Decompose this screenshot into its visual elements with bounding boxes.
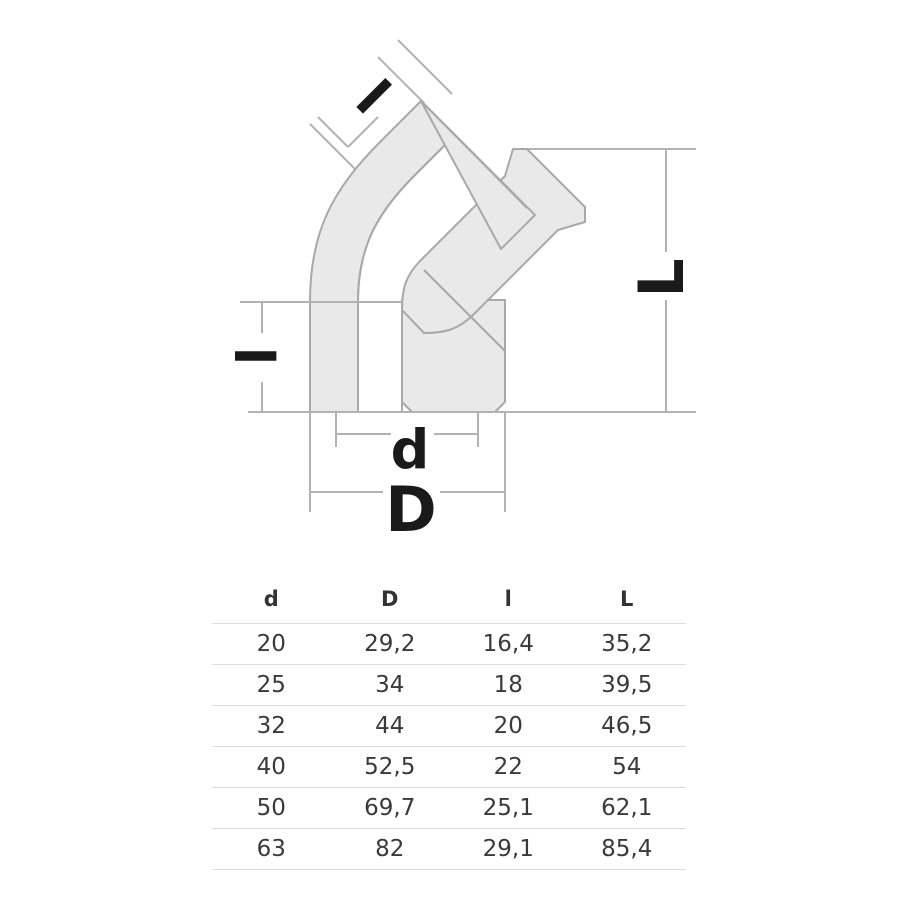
dim-line-diagonal-l2 (317, 116, 349, 148)
label-D-outer: D (385, 473, 436, 546)
dimension-table-container: d D l L 20 29,2 16,4 35,2 25 34 18 39,5 (212, 585, 686, 870)
cell-l: 29,1 (449, 828, 568, 870)
column-header-d: d (263, 587, 279, 611)
cell-l: 16,4 (449, 623, 568, 665)
fitting-body (309, 100, 586, 413)
cell-D: 69,7 (330, 787, 449, 829)
cell-L: 85,4 (567, 828, 686, 870)
column-header-l: l (504, 587, 512, 611)
table-header: d D l L (212, 585, 686, 624)
dim-ext-diagonal-outer (397, 39, 453, 95)
cell-d: 20 (212, 623, 331, 665)
dim-tick-diagonal-bottom (347, 116, 379, 148)
bore-inner-edge (357, 134, 456, 412)
elbow-fitting-diagram: l l L d D (227, 39, 698, 546)
cell-D: 34 (330, 664, 449, 706)
socket-angled-leg (401, 148, 586, 334)
construction-lines (240, 301, 696, 447)
table-row: 32 44 20 46,5 (212, 705, 686, 747)
label-L-right: L (625, 258, 698, 298)
column-header-D: D (381, 587, 399, 611)
cell-D: 29,2 (330, 623, 449, 665)
table-row: 50 69,7 25,1 62,1 (212, 787, 686, 829)
cell-L: 35,2 (567, 623, 686, 665)
label-l-vertical: l (227, 347, 290, 366)
column-header-L: L (620, 587, 634, 611)
table-header-row: d D l L (212, 585, 686, 624)
technical-drawing: l l L d D (227, 39, 698, 546)
cell-L: 46,5 (567, 705, 686, 747)
branch-inner-edge (454, 134, 514, 194)
cell-L: 39,5 (567, 664, 686, 706)
label-l-diagonal: l (344, 68, 402, 126)
dim-line-diagonal-l (377, 56, 425, 104)
table-row: 25 34 18 39,5 (212, 664, 686, 706)
cell-d: 50 (212, 787, 331, 829)
cell-l: 25,1 (449, 787, 568, 829)
cell-L: 62,1 (567, 787, 686, 829)
cell-D: 52,5 (330, 746, 449, 788)
cell-d: 63 (212, 828, 331, 870)
cell-D: 82 (330, 828, 449, 870)
table-row: 63 82 29,1 85,4 (212, 828, 686, 870)
table-row: 20 29,2 16,4 35,2 (212, 623, 686, 665)
cell-d: 25 (212, 664, 331, 706)
cell-l: 18 (449, 664, 568, 706)
table-body: 20 29,2 16,4 35,2 25 34 18 39,5 32 44 20… (212, 623, 686, 870)
cell-l: 22 (449, 746, 568, 788)
cell-L: 54 (567, 746, 686, 788)
dimension-table: d D l L 20 29,2 16,4 35,2 25 34 18 39,5 (212, 585, 686, 870)
table-row: 40 52,5 22 54 (212, 746, 686, 788)
cell-d: 32 (212, 705, 331, 747)
mitre-seam-line (423, 269, 506, 352)
cell-d: 40 (212, 746, 331, 788)
label-d-bore: d (391, 419, 430, 482)
cell-D: 44 (330, 705, 449, 747)
cell-l: 20 (449, 705, 568, 747)
